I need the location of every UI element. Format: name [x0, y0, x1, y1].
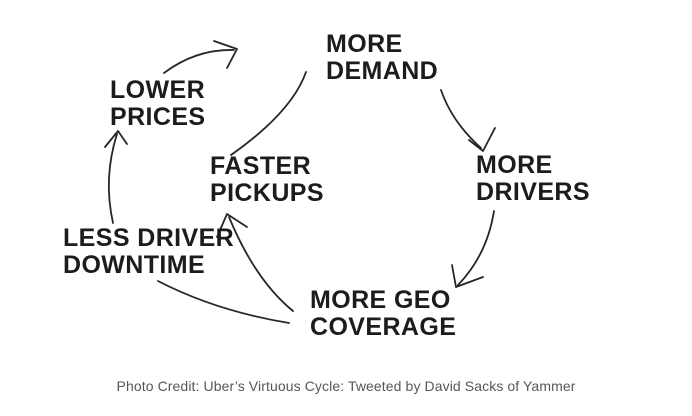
- node-line: LESS DRIVER: [63, 224, 235, 252]
- node-less-driver-downtime: LESS DRIVER DOWNTIME: [63, 225, 234, 279]
- node-line: PICKUPS: [210, 179, 324, 207]
- edge-shaft: [440, 89, 482, 149]
- node-line: COVERAGE: [310, 313, 457, 341]
- node-faster-pickups: FASTER PICKUPS: [210, 153, 324, 207]
- edge-faster-pickups-to-more-demand: [230, 71, 307, 156]
- edge-less-driver-downtime-to-lower-prices: [104, 130, 128, 224]
- node-line: PRICES: [110, 103, 206, 131]
- node-lower-prices: LOWER PRICES: [110, 77, 205, 131]
- edge-shaft: [457, 210, 495, 286]
- node-line: DEMAND: [326, 57, 439, 85]
- node-line: DRIVERS: [476, 178, 590, 206]
- node-more-geo-coverage: MORE GEO COVERAGE: [310, 287, 456, 341]
- edge-more-geo-coverage-to-less-driver-downtime: [157, 280, 290, 324]
- node-line: MORE: [326, 30, 403, 58]
- node-line: FASTER: [210, 152, 312, 180]
- arrowhead-icon: [216, 213, 248, 238]
- edge-more-geo-coverage-to-faster-pickups: [216, 213, 294, 312]
- arrowhead-icon: [451, 264, 484, 288]
- node-more-drivers: MORE DRIVERS: [476, 152, 590, 206]
- arrowhead-icon: [104, 130, 128, 148]
- edge-shaft: [157, 280, 290, 324]
- node-more-demand: MORE DEMAND: [326, 31, 438, 85]
- edge-more-drivers-to-more-geo-coverage: [451, 210, 495, 288]
- edge-shaft: [107, 133, 118, 224]
- node-line: MORE GEO: [310, 286, 451, 314]
- photo-credit-caption: Photo Credit: Uber’s Virtuous Cycle: Twe…: [116, 378, 576, 394]
- node-line: MORE: [476, 151, 553, 179]
- arrowhead-icon: [213, 40, 238, 69]
- edge-lower-prices-to-more-demand: [163, 40, 238, 74]
- edge-more-demand-to-more-drivers: [440, 89, 496, 152]
- arrowhead-icon: [468, 127, 496, 152]
- edge-shaft: [230, 71, 307, 156]
- node-line: DOWNTIME: [63, 251, 206, 279]
- edge-shaft: [163, 49, 235, 74]
- node-line: LOWER: [110, 76, 206, 104]
- edge-shaft: [228, 216, 294, 312]
